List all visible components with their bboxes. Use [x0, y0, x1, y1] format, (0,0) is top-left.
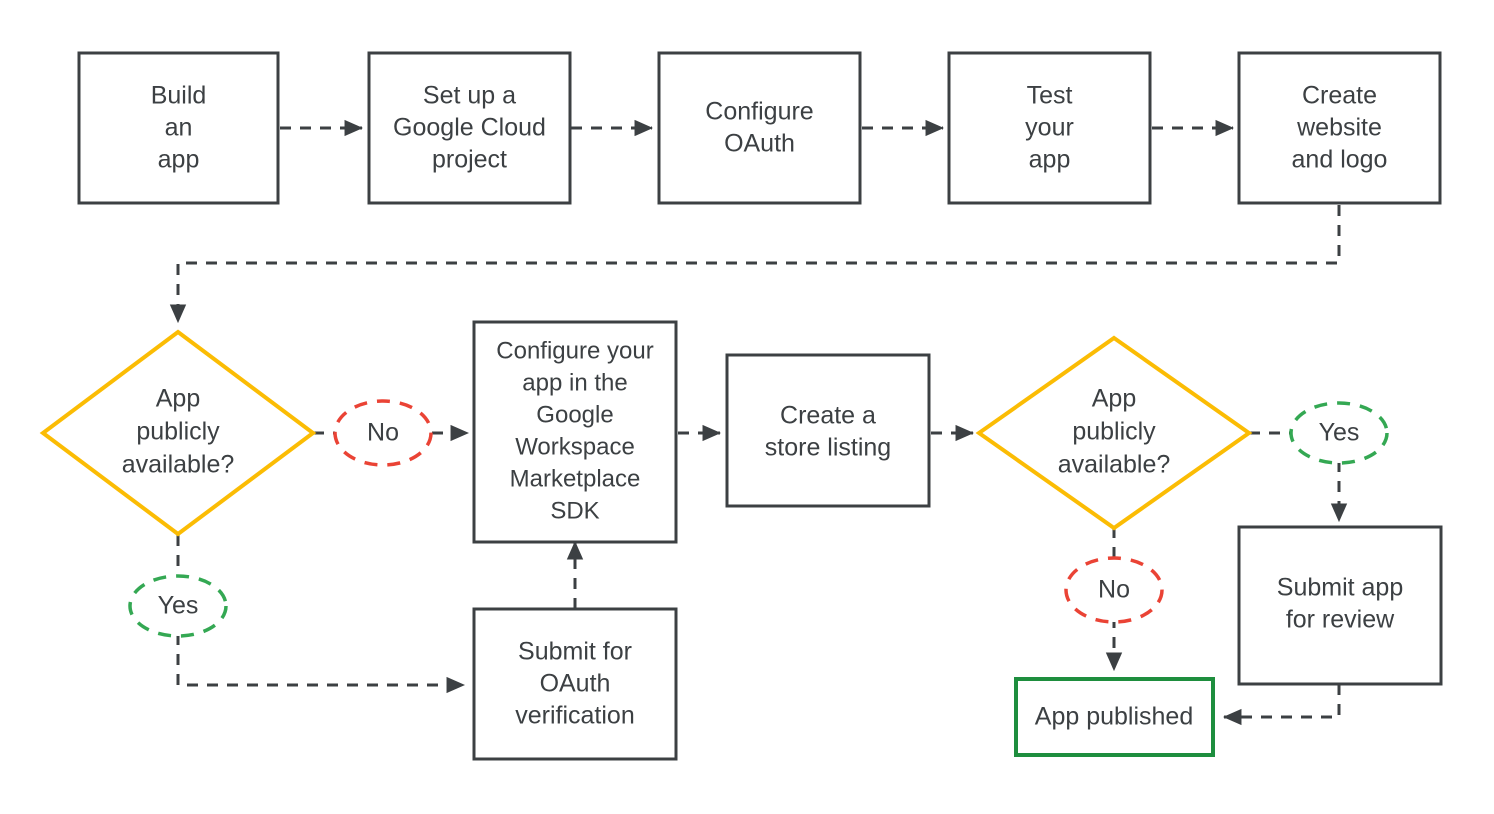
- oauth-verification-box[interactable]: [472, 607, 678, 761]
- oauth-verification-label-line-1: Submit for: [518, 638, 632, 666]
- node-configure-oauth[interactable]: Configure OAuth: [657, 51, 862, 205]
- decision-two-label-line-1: App: [1092, 385, 1136, 413]
- store-listing-box[interactable]: [725, 353, 931, 508]
- node-oauth-verification[interactable]: Submit for OAuth verification: [472, 607, 678, 761]
- decision-two-diamond[interactable]: [975, 335, 1253, 531]
- submit-review-label-line-2: for review: [1286, 606, 1395, 634]
- gcp-project-box[interactable]: [367, 51, 572, 205]
- store-listing-label-line-2: store listing: [765, 434, 891, 462]
- configure-sdk-label-line-3: Google: [536, 401, 613, 428]
- test-app-label-line-1: Test: [1027, 82, 1073, 110]
- decision-one-label-line-3: available?: [122, 451, 235, 479]
- create-website-label-line-1: Create: [1302, 82, 1377, 110]
- yes-badge-label-one: Yes: [158, 592, 199, 620]
- no-badge-label-one: No: [367, 419, 399, 447]
- no-badge-ellipse-two: [1064, 556, 1164, 624]
- edge-yes-to-oauth-verification: [176, 634, 466, 694]
- node-app-published[interactable]: App published: [1014, 677, 1215, 757]
- submit-review-box[interactable]: [1237, 525, 1443, 686]
- edge-label-decision-one-yes: Yes: [128, 574, 228, 638]
- decision-two-label-line-2: publicly: [1072, 418, 1156, 446]
- edge-label-decision-two-yes: Yes: [1289, 401, 1389, 465]
- configure-sdk-box[interactable]: [472, 320, 678, 544]
- create-website-label-line-2: website: [1296, 114, 1382, 142]
- edge-website-to-decision-one: [169, 205, 1341, 324]
- configure-sdk-label-line-5: Marketplace: [510, 465, 641, 492]
- configure-sdk-label-line-2: app in the: [522, 369, 627, 396]
- build-app-label-line-1: Build: [151, 82, 207, 110]
- node-configure-sdk[interactable]: Configure your app in the Google Workspa…: [472, 320, 678, 544]
- app-published-box[interactable]: [1014, 677, 1215, 757]
- store-listing-label-line-1: Create a: [780, 402, 876, 430]
- app-published-label: App published: [1035, 703, 1193, 731]
- node-submit-review[interactable]: Submit app for review: [1237, 525, 1443, 686]
- oauth-verification-label-line-3: verification: [515, 702, 635, 730]
- create-website-box[interactable]: [1237, 51, 1442, 205]
- yes-badge-ellipse-two: [1289, 401, 1389, 465]
- gcp-project-label-line-3: project: [432, 146, 507, 174]
- build-app-label-line-3: app: [158, 146, 200, 174]
- decision-one-label-line-2: publicly: [136, 418, 220, 446]
- configure-oauth-label-line-2: OAuth: [724, 130, 795, 158]
- node-decision-one[interactable]: App publicly available?: [39, 329, 317, 537]
- gcp-project-label-line-1: Set up a: [423, 82, 516, 110]
- submit-review-label-line-1: Submit app: [1277, 574, 1403, 602]
- oauth-verification-label-line-2: OAuth: [540, 670, 611, 698]
- build-app-label-line-2: an: [165, 114, 193, 142]
- decision-two-label-line-3: available?: [1058, 451, 1171, 479]
- create-website-label-line-3: and logo: [1292, 146, 1388, 174]
- node-decision-two[interactable]: App publicly available?: [975, 335, 1253, 531]
- test-app-label-line-3: app: [1029, 146, 1071, 174]
- build-app-box[interactable]: [77, 51, 280, 205]
- decision-one-label-line-1: App: [156, 385, 200, 413]
- no-badge-label-two: No: [1098, 576, 1130, 604]
- edge-label-decision-two-no: No: [1064, 556, 1164, 624]
- configure-sdk-label-line-4: Workspace: [515, 433, 635, 460]
- no-badge-ellipse-one: [333, 399, 433, 467]
- edge-submit-review-to-app-published: [1222, 684, 1341, 726]
- node-gcp-project[interactable]: Set up a Google Cloud project: [367, 51, 572, 205]
- yes-badge-ellipse-one: [128, 574, 228, 638]
- configure-oauth-label-line-1: Configure: [705, 98, 813, 126]
- edge-label-decision-one-no: No: [333, 399, 433, 467]
- decision-one-diamond[interactable]: [39, 329, 317, 537]
- configure-sdk-label-line-6: SDK: [550, 497, 599, 524]
- test-app-box[interactable]: [947, 51, 1152, 205]
- test-app-label-line-2: your: [1025, 114, 1074, 142]
- configure-oauth-box[interactable]: [657, 51, 862, 205]
- node-build-app[interactable]: Build an app: [77, 51, 280, 205]
- configure-sdk-label-line-1: Configure your: [496, 337, 653, 364]
- node-test-app[interactable]: Test your app: [947, 51, 1152, 205]
- node-create-website[interactable]: Create website and logo: [1237, 51, 1442, 205]
- node-store-listing[interactable]: Create a store listing: [725, 353, 931, 508]
- gcp-project-label-line-2: Google Cloud: [393, 114, 546, 142]
- yes-badge-label-two: Yes: [1319, 419, 1360, 447]
